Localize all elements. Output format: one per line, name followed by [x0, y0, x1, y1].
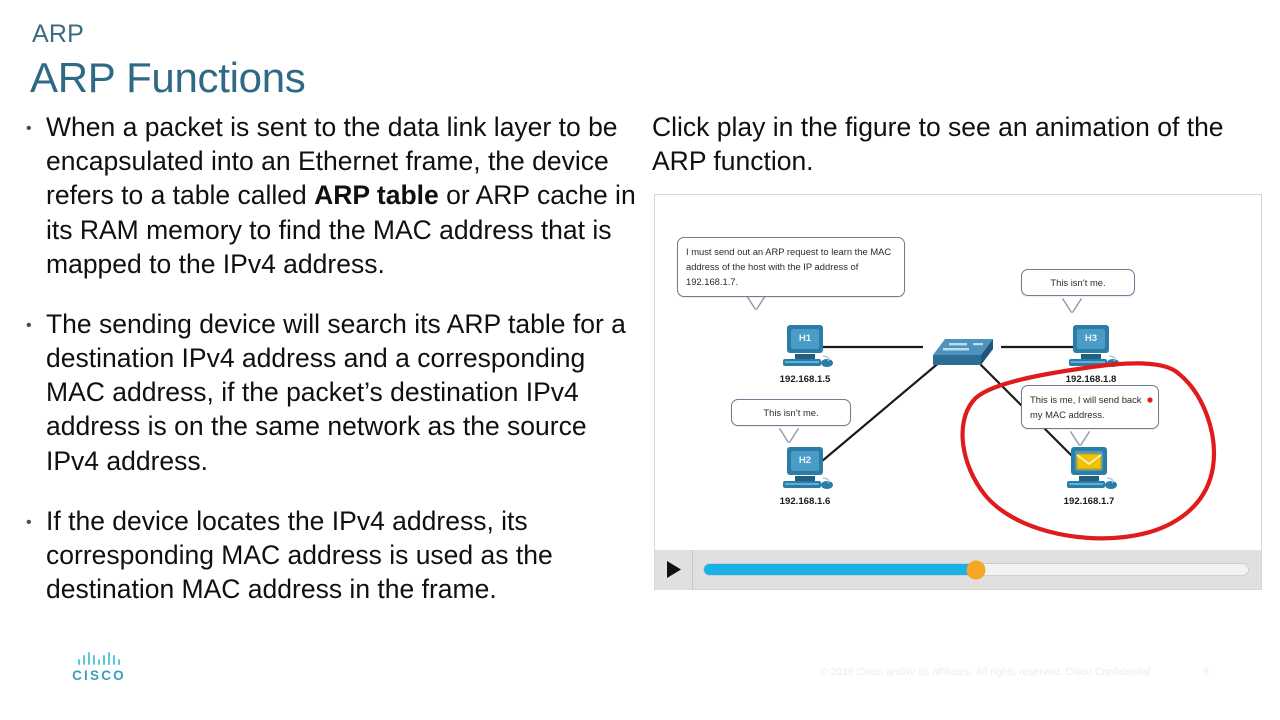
bullet-dot: •: [26, 513, 32, 531]
left-content-column: • When a packet is sent to the data link…: [26, 110, 642, 632]
host-h3-ip: 192.168.1.8: [1065, 374, 1117, 385]
progress-track-wrap[interactable]: [693, 560, 1261, 579]
footer-copyright: © 2016 Cisco and/or its affiliates. All …: [820, 666, 1151, 678]
bullet-1-post: or ARP cache in its RAM memory to find t…: [46, 180, 636, 279]
progress-track[interactable]: [703, 560, 1249, 579]
bullet-1-bold: ARP table: [314, 180, 439, 211]
slide-eyebrow: ARP: [32, 20, 85, 48]
bullet-1-pre: When a packet is sent to the data link l…: [46, 112, 618, 211]
callout-tail: [747, 295, 765, 309]
callout-tail: [1071, 431, 1089, 445]
right-content-column: Click play in the figure to see an anima…: [652, 110, 1262, 179]
host-h3-name: H3: [1084, 333, 1098, 344]
callout-tail: [1063, 298, 1081, 312]
animation-player-bar[interactable]: [654, 549, 1262, 590]
bullet-item: • The sending device will search its ARP…: [26, 307, 642, 478]
network-switch-icon: [919, 327, 999, 374]
computer-icon-with-envelope: [1059, 445, 1119, 493]
progress-fill: [704, 564, 976, 575]
figure-canvas: H1 192.168.1.5 H3 1: [655, 195, 1261, 589]
h3-callout: This isn’t me.: [1021, 269, 1135, 297]
computer-icon: H1: [775, 323, 835, 371]
target-callout: This is me, I will send back my MAC addr…: [1021, 385, 1159, 430]
host-h2-name: H2: [798, 455, 812, 466]
sender-callout: I must send out an ARP request to learn …: [677, 237, 905, 297]
cisco-logo: CISCO: [66, 652, 132, 683]
cisco-logo-bars: [66, 652, 132, 665]
host-h1: H1 192.168.1.5: [759, 323, 851, 385]
bullet-text-1: When a packet is sent to the data link l…: [46, 110, 642, 281]
host-h1-ip: 192.168.1.5: [779, 374, 831, 385]
host-h1-name: H1: [798, 333, 812, 344]
bullet-item: • If the device locates the IPv4 address…: [26, 504, 642, 607]
play-icon: [667, 561, 681, 578]
envelope-icon: [1076, 453, 1102, 470]
callout-tail: [780, 428, 798, 442]
bullet-text-2: The sending device will search its ARP t…: [46, 308, 626, 476]
network-animation-figure[interactable]: H1 192.168.1.5 H3 1: [654, 194, 1262, 590]
host-h2-ip: 192.168.1.6: [779, 496, 831, 507]
bullet-text-3: If the device locates the IPv4 address, …: [46, 505, 553, 605]
host-h2: H2 192.168.1.6: [759, 445, 851, 507]
progress-thumb[interactable]: [966, 560, 986, 579]
bullet-dot: •: [26, 120, 32, 137]
computer-icon: H2: [775, 445, 835, 493]
figure-instruction: Click play in the figure to see an anima…: [652, 112, 1224, 177]
host-target: 192.168.1.7: [1043, 445, 1135, 507]
h2-callout: This isn’t me.: [731, 399, 851, 427]
cisco-logo-text: CISCO: [72, 668, 126, 683]
bullet-item: • When a packet is sent to the data link…: [26, 110, 642, 281]
footer-page-number: 8: [1203, 666, 1209, 678]
host-h3: H3 192.168.1.8: [1045, 323, 1137, 385]
page-title: ARP Functions: [30, 54, 306, 101]
host-target-ip: 192.168.1.7: [1063, 496, 1115, 507]
play-button[interactable]: [655, 549, 693, 590]
bullet-dot: •: [26, 316, 32, 334]
computer-icon: H3: [1061, 323, 1121, 371]
